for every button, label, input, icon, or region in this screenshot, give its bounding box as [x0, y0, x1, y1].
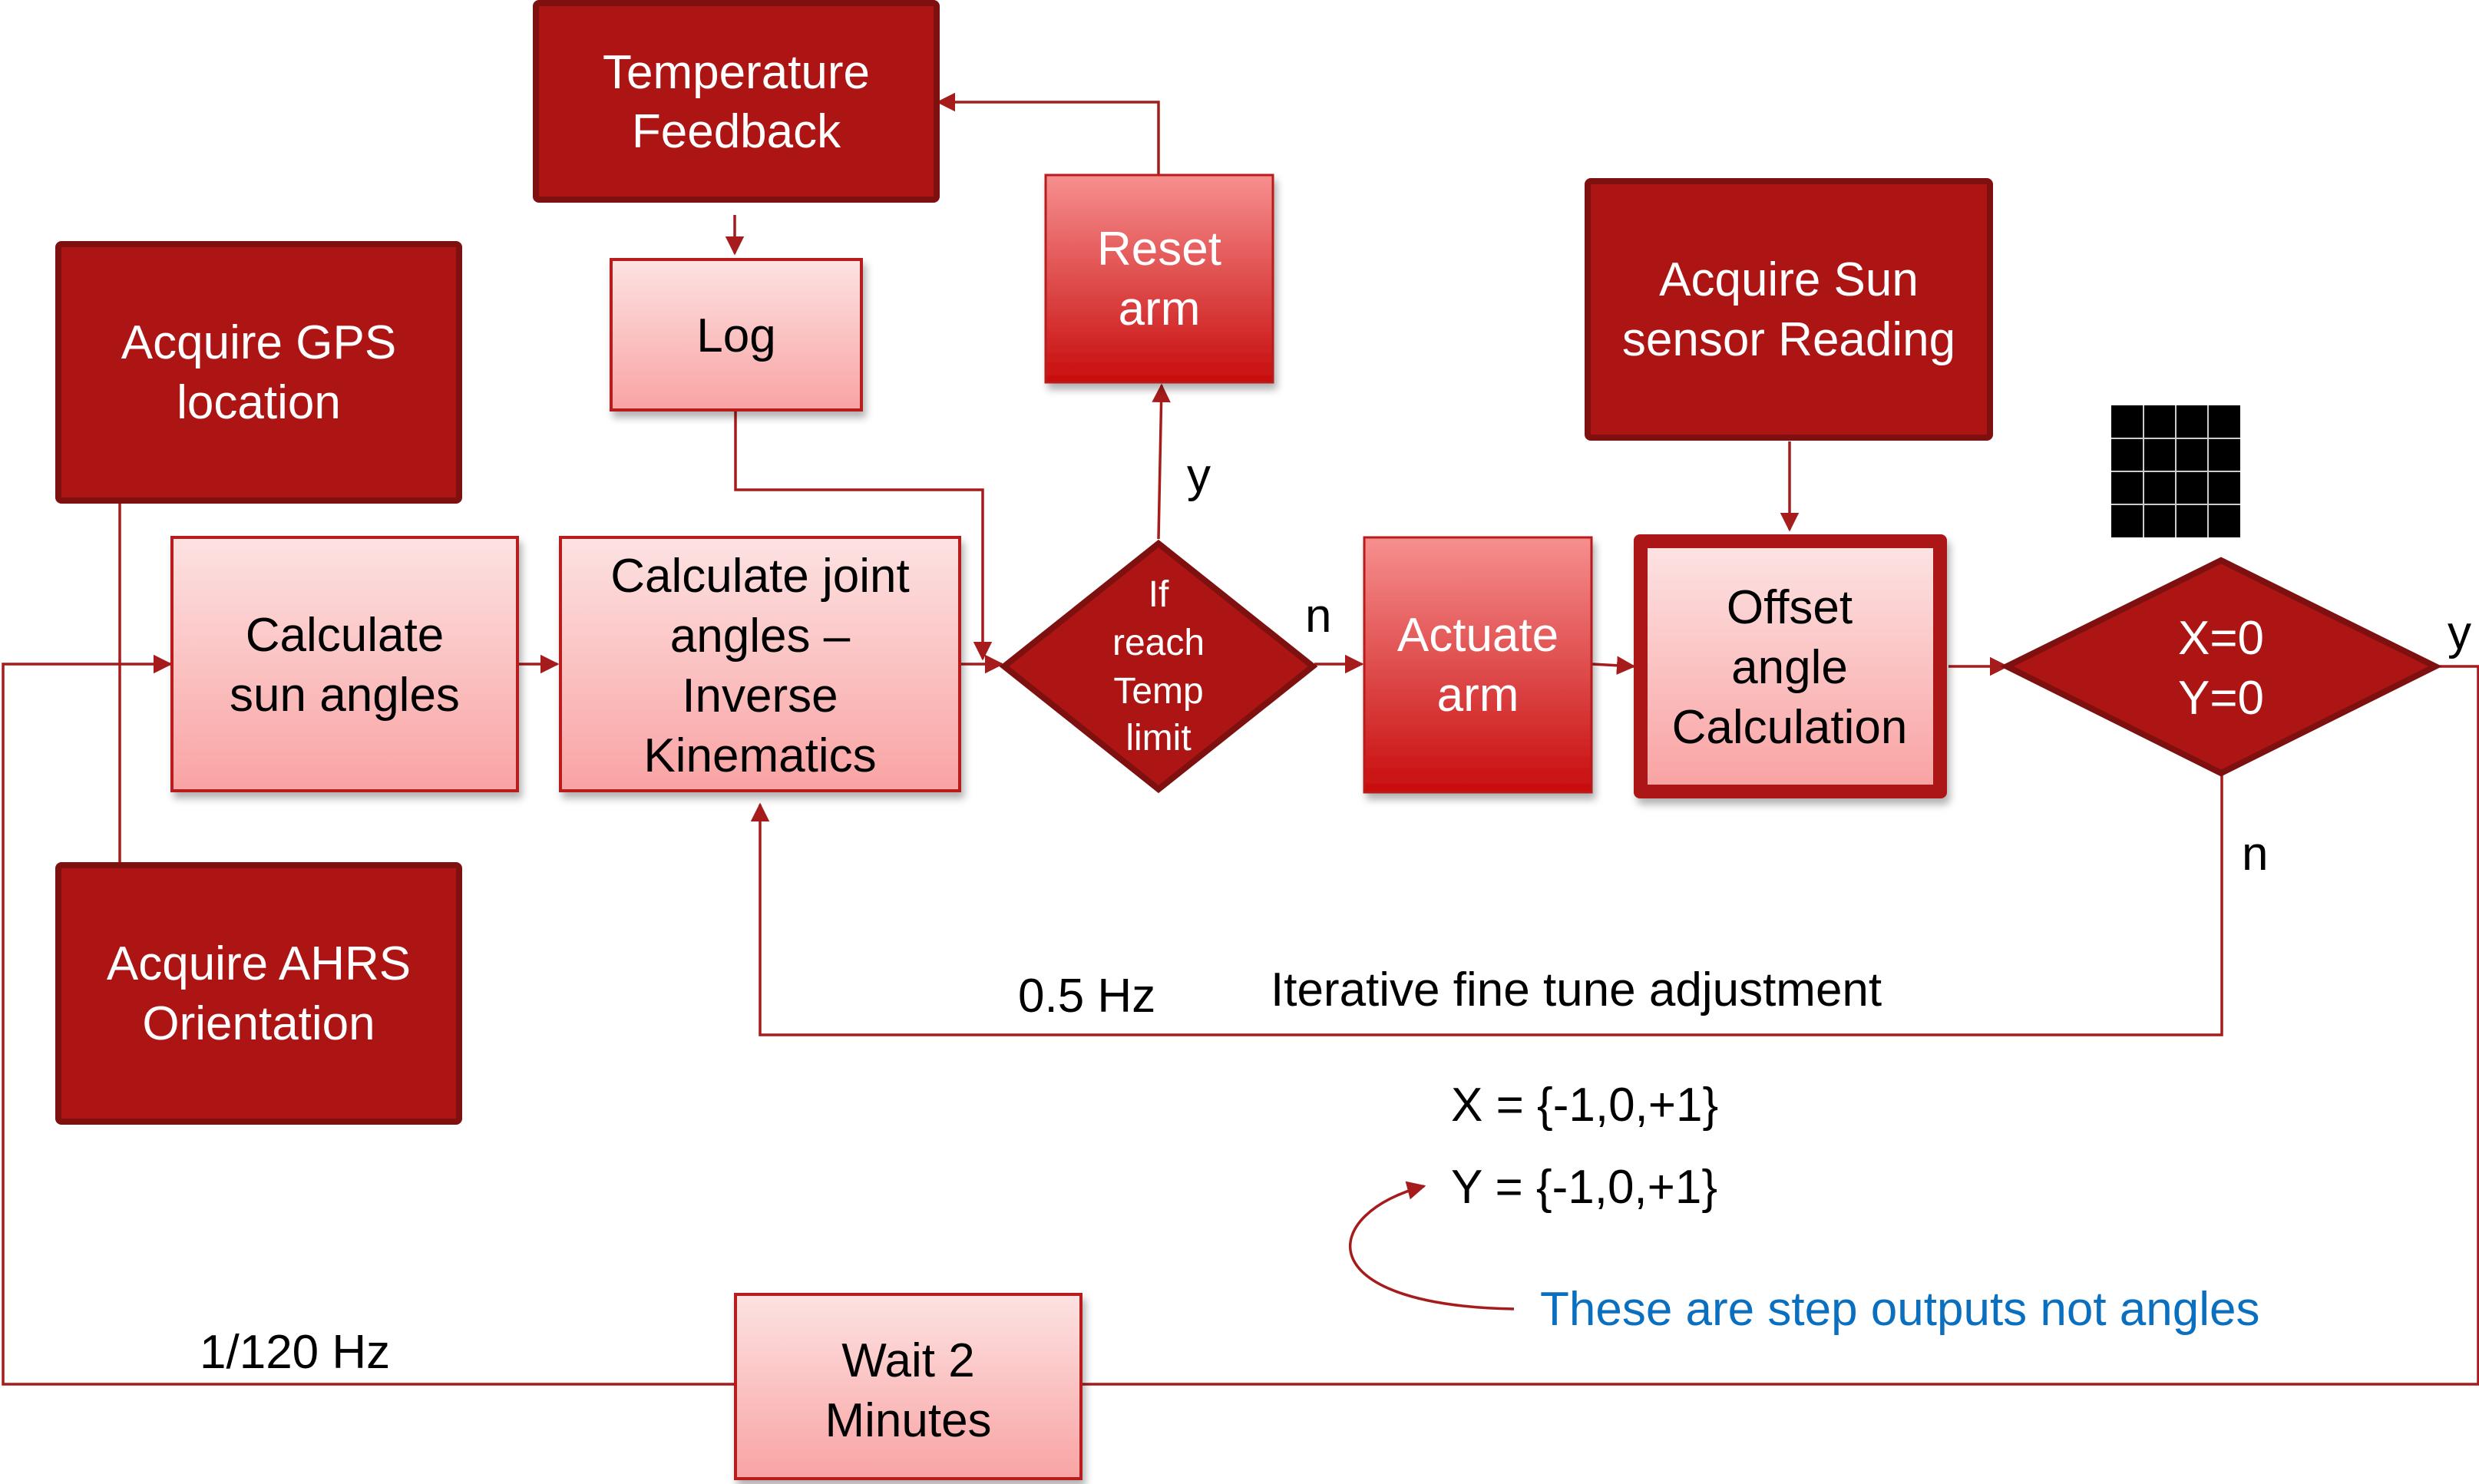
label-freq-slow: 1/120 Hz: [200, 1326, 390, 1379]
svg-text:X=0: X=0: [2178, 612, 2264, 665]
svg-text:sensor Reading: sensor Reading: [1622, 313, 1955, 366]
svg-text:Temp: Temp: [1113, 671, 1203, 712]
svg-text:Temperature: Temperature: [603, 46, 870, 99]
svg-text:Y=0: Y=0: [2178, 672, 2264, 725]
svg-text:arm: arm: [1437, 669, 1519, 722]
arrow-wait-to-sun: [2, 654, 734, 1386]
svg-text:If: If: [1149, 574, 1169, 615]
node-acquire-sun-sensor: Acquire Sun sensor Reading: [1585, 178, 1993, 441]
svg-text:reach: reach: [1112, 623, 1205, 663]
node-log: Log: [610, 258, 863, 411]
svg-text:Calculate joint: Calculate joint: [610, 550, 909, 603]
svg-text:Calculate: Calculate: [246, 609, 444, 662]
arrow-fine-tune-loop: [750, 775, 2223, 1036]
svg-text:Feedback: Feedback: [632, 105, 841, 158]
label-temp-yes: y: [1187, 449, 1211, 502]
svg-text:Reset: Reset: [1097, 223, 1221, 276]
line-xy-to-wait: [1082, 665, 2479, 1386]
svg-text:Minutes: Minutes: [825, 1394, 991, 1447]
label-xy-yes: y: [2448, 606, 2471, 659]
svg-text:Inverse: Inverse: [682, 669, 838, 722]
decision-temp-limit: If reach Temp limit: [999, 539, 1318, 794]
decision-xy-zero: X=0 Y=0: [2000, 557, 2442, 777]
svg-text:Acquire AHRS: Acquire AHRS: [107, 937, 411, 990]
svg-text:Orientation: Orientation: [142, 997, 375, 1050]
svg-text:Acquire GPS: Acquire GPS: [121, 316, 396, 369]
node-offset-angle-calculation: Offset angle Calculation: [1634, 534, 1947, 798]
svg-text:limit: limit: [1125, 718, 1191, 759]
arrow-decision-to-reset: [1152, 383, 1171, 540]
label-y-set: Y = {-1,0,+1}: [1451, 1161, 1717, 1214]
arrow-log-to-decision: [734, 411, 993, 661]
node-temperature-feedback: Temperature Feedback: [533, 0, 940, 203]
label-xy-no: n: [2242, 828, 2268, 881]
grid-icon: [2111, 405, 2240, 537]
svg-text:location: location: [177, 376, 341, 429]
svg-text:Actuate: Actuate: [1397, 609, 1558, 662]
label-fine-tune: Iterative fine tune adjustment: [1271, 963, 1882, 1016]
node-acquire-ahrs: Acquire AHRS Orientation: [55, 862, 462, 1125]
node-acquire-gps: Acquire GPS location: [55, 241, 462, 504]
label-x-set: X = {-1,0,+1}: [1451, 1079, 1718, 1132]
svg-text:Offset: Offset: [1727, 581, 1853, 634]
connectors: [2, 92, 2479, 1386]
svg-text:Log: Log: [696, 309, 775, 362]
svg-text:arm: arm: [1119, 283, 1201, 335]
node-reset-arm: Reset arm: [1044, 174, 1274, 384]
label-freq-fast: 0.5 Hz: [1018, 970, 1155, 1023]
node-actuate-arm: Actuate arm: [1363, 536, 1593, 794]
note-step-outputs: These are step outputs not angles: [1540, 1283, 2260, 1336]
arrow-actuate-to-offset: [1592, 656, 1636, 676]
label-temp-no: n: [1305, 590, 1331, 643]
node-wait-2-minutes: Wait 2 Minutes: [734, 1293, 1082, 1480]
svg-text:Calculation: Calculation: [1672, 701, 1908, 754]
note-arrow: [1349, 1181, 1515, 1310]
svg-text:Wait 2: Wait 2: [841, 1334, 974, 1387]
svg-text:angles –: angles –: [670, 610, 851, 663]
svg-text:sun angles: sun angles: [230, 669, 460, 722]
node-calculate-sun-angles: Calculate sun angles: [170, 536, 519, 792]
node-calculate-joint-angles: Calculate joint angles – Inverse Kinemat…: [559, 536, 961, 792]
svg-text:angle: angle: [1731, 641, 1848, 694]
svg-text:Acquire Sun: Acquire Sun: [1659, 253, 1919, 306]
arrow-reset-to-temp: [936, 92, 1160, 175]
svg-text:Kinematics: Kinematics: [643, 729, 876, 782]
